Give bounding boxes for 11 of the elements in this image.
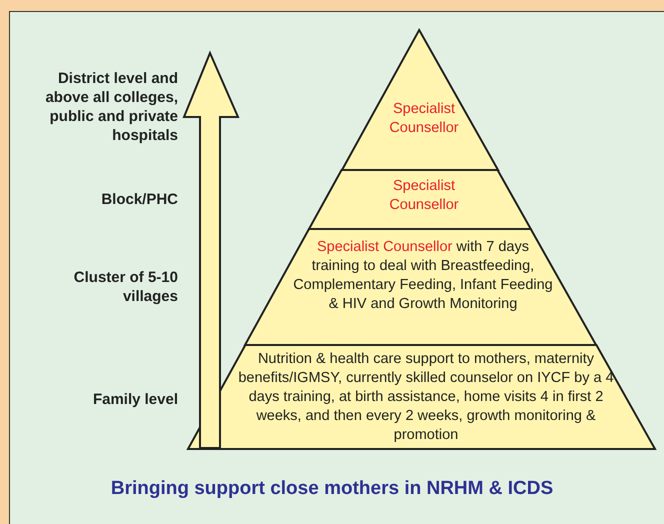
level-label: Cluster of 5-10 villages — [72, 268, 178, 306]
pyramid-tier — [188, 345, 655, 449]
level-label: Family level — [92, 390, 178, 409]
tier-text: Specialist Counsellor — [388, 100, 460, 138]
level-label: District level and above all colleges, public and private hospitals — [44, 69, 178, 145]
caption: Bringing support close mothers in NRHM & ICDS — [110, 478, 554, 500]
tier-text: Nutrition & health care support to mothers, maternity benefits/IGMSY, currently skilled counselor on IYCF by a 4 days training, at birth assistance, home visits 4 in first 2 weeks, and then every 2 weeks, growth monitoring & promotion — [237, 350, 615, 445]
tier-text: Specialist Counsellor — [388, 177, 460, 215]
level-label: Block/PHC — [101, 190, 178, 209]
pyramid-tier — [342, 30, 498, 170]
tier-text: Specialist Counsellor with 7 days training to deal with Breastfeeding, Complementary Feeding, Infant Feeding & HIV and Growth Monitoring — [292, 238, 554, 314]
